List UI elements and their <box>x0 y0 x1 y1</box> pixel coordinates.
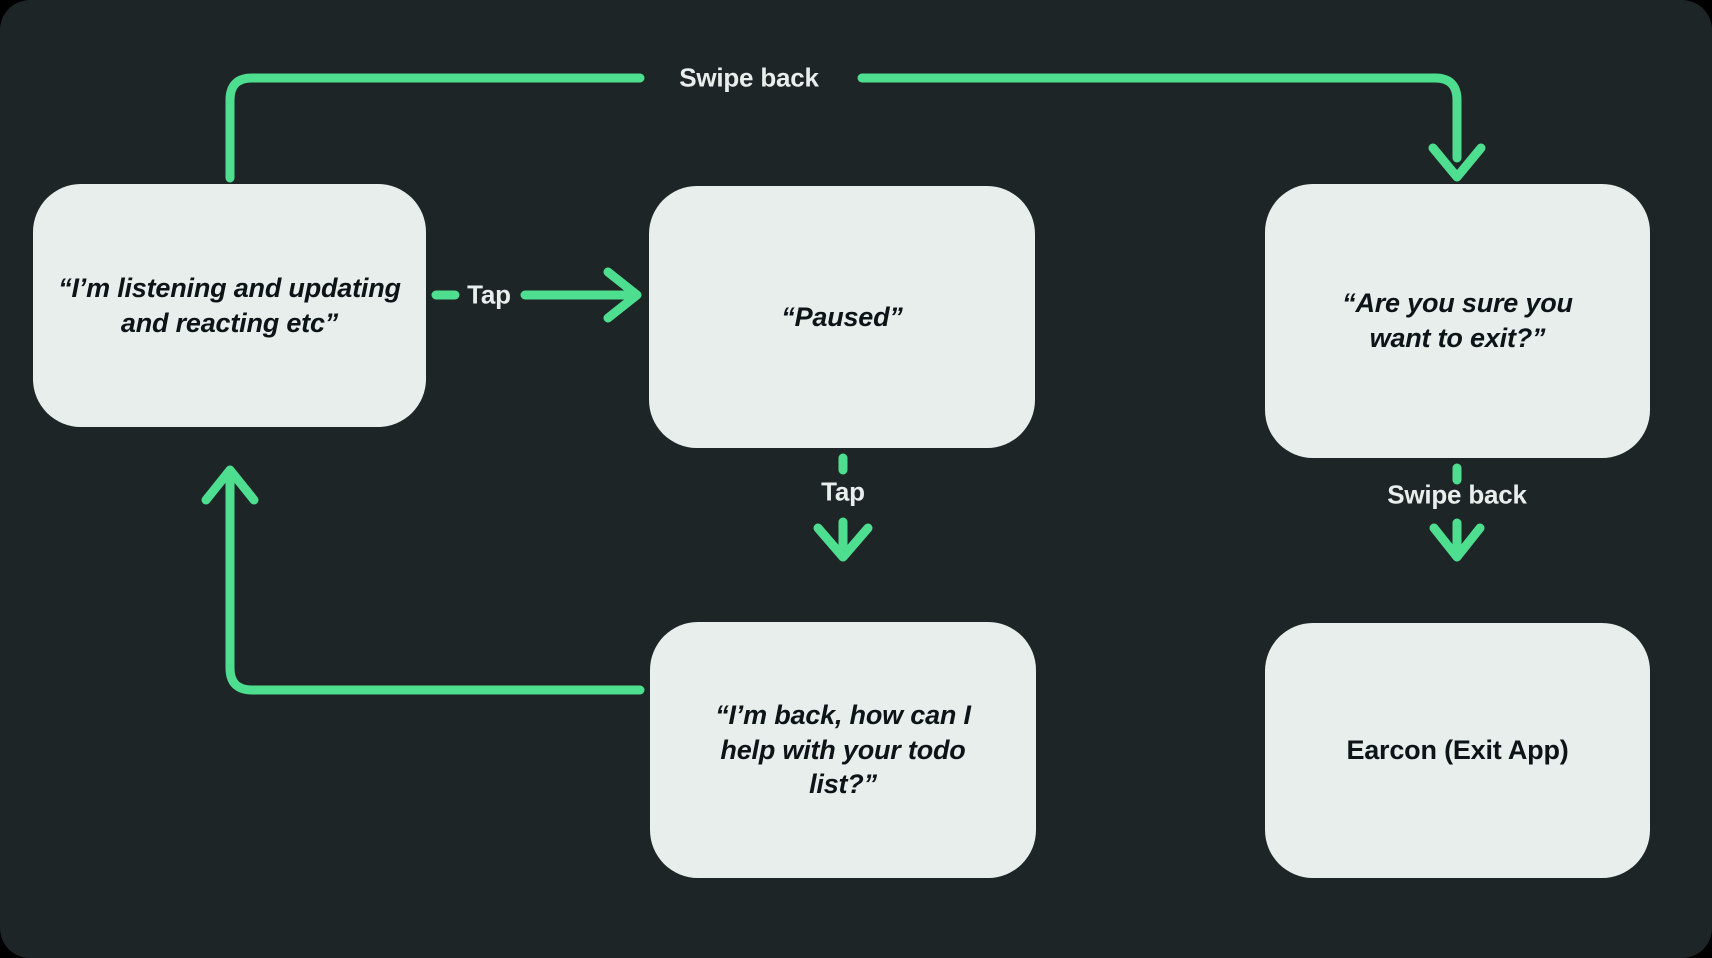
node-confirm-exit-label: “Are you sure you want to exit?” <box>1342 288 1573 353</box>
edge-path-swipe-back-top-right <box>857 73 1462 163</box>
node-im-back[interactable]: “I’m back, how can I help with your todo… <box>650 622 1036 878</box>
edge-path-swipe-back-top-left <box>225 73 645 183</box>
edge-arrowhead-im-back <box>813 523 873 562</box>
edge-label-swipe-back-vertical: Swipe back <box>1387 479 1527 510</box>
node-listening-label: “I’m listening and updating and reacting… <box>58 272 401 338</box>
node-earcon-label: Earcon (Exit App) <box>1346 735 1569 766</box>
node-listening[interactable]: “I’m listening and updating and reacting… <box>33 184 426 427</box>
node-paused[interactable]: “Paused” <box>649 186 1035 448</box>
edge-arrowhead-confirm-exit <box>1428 143 1486 182</box>
node-paused-label: “Paused” <box>781 301 903 332</box>
edge-label-swipe-back-top: Swipe back <box>679 62 819 93</box>
edge-arrowhead-paused <box>603 267 642 323</box>
node-im-back-label: “I’m back, how can I help with your todo… <box>715 700 971 800</box>
node-confirm-exit[interactable]: “Are you sure you want to exit?” <box>1265 184 1650 458</box>
edge-arrowhead-earcon <box>1429 523 1485 562</box>
node-earcon[interactable]: Earcon (Exit App) <box>1265 623 1650 878</box>
edge-arrowhead-listening <box>201 465 259 505</box>
edge-path-return-to-listening <box>225 473 645 695</box>
edge-label-tap-vertical: Tap <box>821 476 865 507</box>
edge-label-tap-horizontal: Tap <box>467 279 511 310</box>
